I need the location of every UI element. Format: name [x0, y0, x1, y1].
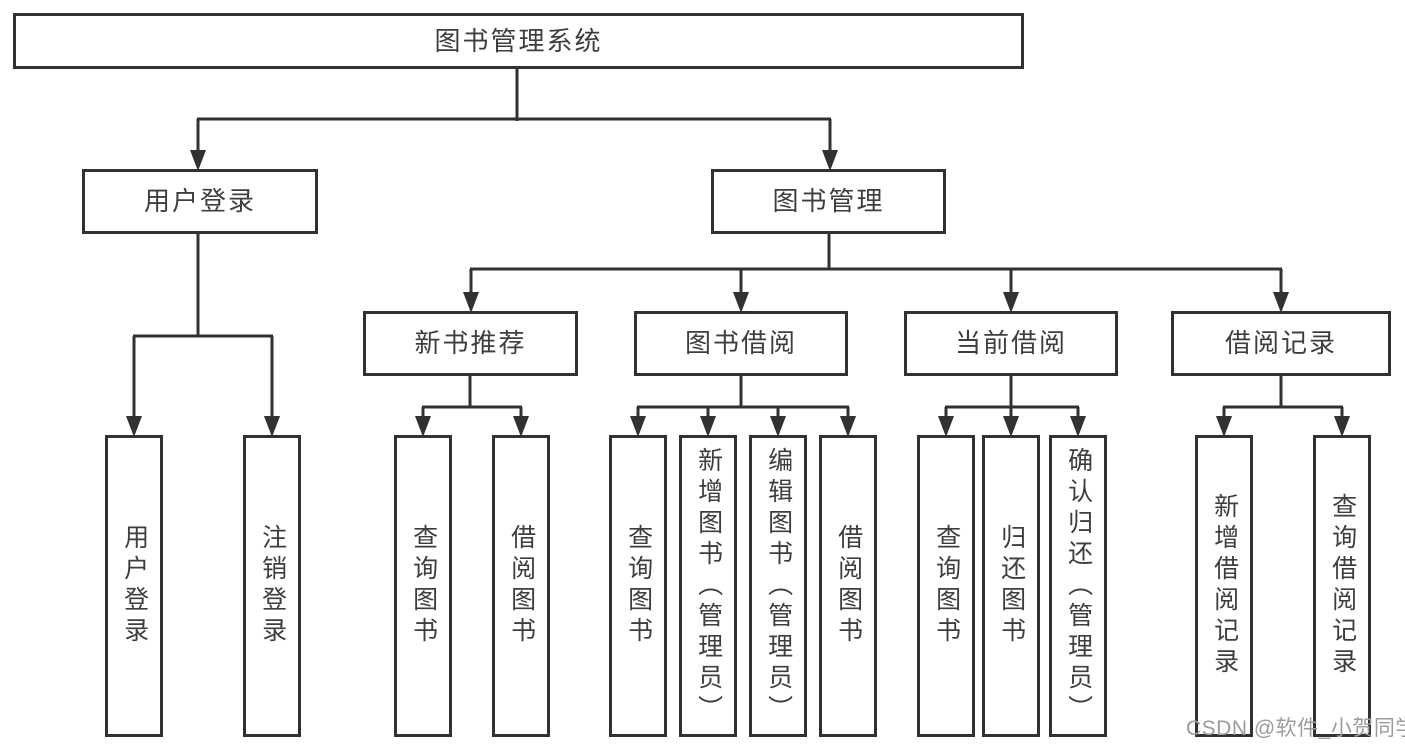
node-book-borrow: 图书借阅: [634, 311, 848, 376]
node-borrow-records: 借阅记录: [1171, 311, 1391, 376]
connector-root-to-level2: [190, 69, 838, 171]
node-borrow-books-recommend: 借阅图书: [492, 435, 550, 737]
csdn-watermark: CSDN @软件_小贺同学: [1186, 717, 1405, 740]
connector-new-book-children: [415, 376, 529, 437]
connector-borrow-records-children: [1216, 376, 1350, 437]
node-logout-leaf: 注销登录: [243, 435, 301, 737]
node-query-books-borrow: 查询图书: [609, 435, 667, 737]
connector-current-borrow-children: [938, 376, 1086, 437]
node-return-books: 归还图书: [982, 435, 1040, 737]
node-user-login-leaf: 用户登录: [105, 435, 163, 737]
connector-book-management-children: [463, 234, 1289, 313]
node-add-book-admin: 新增图书（管理员）: [679, 435, 737, 737]
node-query-books-recommend: 查询图书: [394, 435, 452, 737]
node-edit-book-admin: 编辑图书（管理员）: [749, 435, 807, 737]
node-confirm-return-admin: 确认归还（管理员）: [1049, 435, 1107, 737]
node-book-management: 图书管理: [711, 169, 946, 234]
node-add-borrow-record: 新增借阅记录: [1195, 435, 1253, 737]
connector-book-borrow-children: [630, 376, 856, 437]
node-user-login: 用户登录: [82, 169, 318, 234]
node-new-book-recommend: 新书推荐: [363, 311, 578, 376]
node-query-borrow-record: 查询借阅记录: [1313, 435, 1371, 737]
node-query-books-current: 查询图书: [917, 435, 975, 737]
node-system-root: 图书管理系统: [13, 13, 1024, 69]
node-current-borrow: 当前借阅: [904, 311, 1118, 376]
node-borrow-books-leaf: 借阅图书: [819, 435, 877, 737]
connector-user-login-children: [126, 234, 280, 437]
